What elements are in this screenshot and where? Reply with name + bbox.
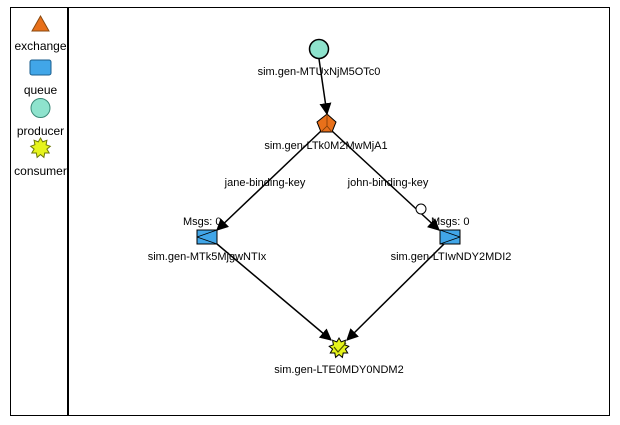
edge-label-john-binding-key: john-binding-key [347, 177, 429, 189]
topology-graph: jane-binding-key john-binding-key sim.ge… [148, 38, 512, 376]
legend-label-exchange: exchange [14, 39, 67, 53]
queue-right-node[interactable] [439, 229, 461, 245]
queue-left-node-notch [196, 236, 218, 245]
exchange-node[interactable] [316, 113, 337, 133]
exchange-node-facet [326, 125, 333, 133]
legend-item-exchange: exchange [11, 14, 70, 53]
producer-node-label: sim.gen-MTUxNjM5OTc0 [258, 66, 381, 78]
producer-legend-shape [30, 98, 51, 118]
consumer-node-label: sim.gen-LTE0MDY0NDM2 [274, 364, 403, 376]
binding-endpoint-icon [415, 203, 427, 215]
exchange-node-label: sim.gen-LTk0M2MwMjA1 [264, 140, 387, 152]
legend-item-queue: queue [11, 58, 70, 97]
legend-label-producer: producer [16, 124, 65, 138]
queue-left-msgs: Msgs: 0 [183, 216, 222, 228]
edge-label-jane-binding-key: jane-binding-key [224, 177, 306, 189]
producer-node[interactable] [308, 38, 330, 60]
circle-icon [30, 98, 51, 118]
edge-exchange-queue-left [216, 130, 322, 231]
queue-left-node[interactable] [196, 229, 218, 245]
consumer-node-check [333, 342, 347, 353]
edge-queue-right-consumer [346, 243, 445, 341]
edge-producer-exchange [318, 58, 332, 116]
triangle-icon [31, 14, 50, 32]
consumer-legend-shape [29, 136, 52, 159]
starburst-icon [29, 136, 52, 159]
legend-item-producer: producer [11, 97, 70, 138]
graph-panel: jane-binding-key john-binding-key sim.ge… [69, 7, 610, 416]
rounded-rect-icon [29, 59, 52, 76]
queue-left-node-notch [196, 229, 218, 238]
edge-queue-left-consumer [216, 243, 332, 341]
queue-legend-shape [29, 59, 52, 76]
exchange-node-facet [320, 125, 328, 133]
queue-right-node-label: sim.gen-LTIwNDY2MDI2 [391, 251, 512, 263]
queue-left-node-label: sim.gen-MTk5MjgwNTIx [148, 251, 267, 263]
legend-label-consumer: consumer [14, 164, 67, 178]
queue-right-msgs: Msgs: 0 [431, 216, 470, 228]
legend-label-queue: queue [23, 83, 58, 97]
consumer-node[interactable] [328, 336, 350, 359]
queue-right-node-notch [439, 236, 461, 245]
queue-right-node-notch [439, 229, 461, 238]
exchange-legend-shape [31, 14, 50, 32]
legend-panel: exchange queue producer consumer [10, 7, 69, 416]
legend-item-consumer: consumer [11, 136, 70, 178]
